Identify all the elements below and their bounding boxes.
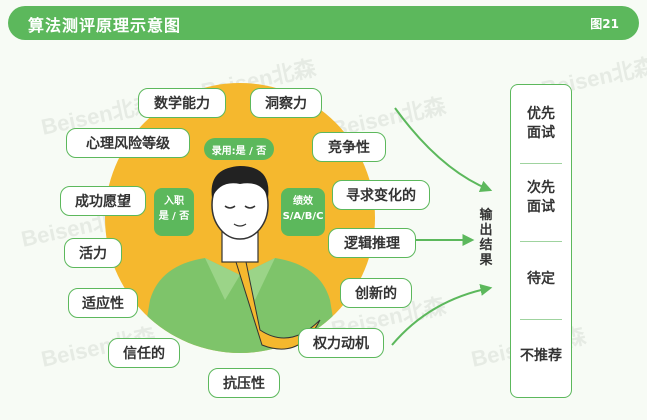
factor-power-motive: 权力动机 (298, 328, 384, 358)
factor-competitiveness: 竞争性 (312, 132, 386, 162)
factor-psych-risk: 心理风险等级 (66, 128, 190, 158)
divider (520, 319, 562, 320)
performance-tag-value: S/A/B/C (282, 211, 324, 222)
factor-math-ability: 数学能力 (138, 88, 226, 118)
factor-change-seeking: 寻求变化的 (332, 180, 430, 210)
factor-logical-reasoning: 逻辑推理 (328, 228, 416, 258)
result-secondary-interview: 次先 面试 (527, 180, 555, 215)
header-bar: 算法测评原理示意图 图21 (8, 6, 639, 40)
performance-tag-title: 绩效 (293, 196, 313, 207)
onboard-tag-value: 是 / 否 (158, 211, 190, 222)
factor-insight: 洞察力 (250, 88, 322, 118)
arrow-lower (391, 284, 493, 346)
arrow-upper (394, 107, 493, 193)
result-not-recommended: 不推荐 (520, 348, 562, 364)
factor-trusting: 信任的 (108, 338, 180, 368)
divider (520, 163, 562, 164)
suit-body (140, 258, 340, 353)
hair (211, 166, 269, 198)
factor-innovative: 创新的 (340, 278, 412, 308)
tie (235, 261, 321, 350)
figure-number: 图21 (590, 17, 619, 31)
factor-success-desire: 成功愿望 (60, 186, 146, 216)
onboard-tag-title: 入职 (164, 196, 184, 207)
output-label: 输出结果 (479, 208, 493, 268)
result-pending: 待定 (527, 271, 555, 287)
recruit-tag: 录用:是 / 否 (204, 138, 274, 160)
factor-vitality: 活力 (64, 238, 122, 268)
results-panel: 优先 面试 次先 面试 待定 不推荐 (510, 84, 572, 398)
divider (520, 241, 562, 242)
factor-adaptability: 适应性 (68, 288, 138, 318)
result-priority-interview: 优先 面试 (527, 106, 555, 141)
performance-tag: 绩效 S/A/B/C (281, 188, 325, 236)
factor-stress-tolerance: 抗压性 (208, 368, 280, 398)
onboard-tag: 入职 是 / 否 (154, 188, 194, 236)
page-title: 算法测评原理示意图 (28, 16, 182, 35)
